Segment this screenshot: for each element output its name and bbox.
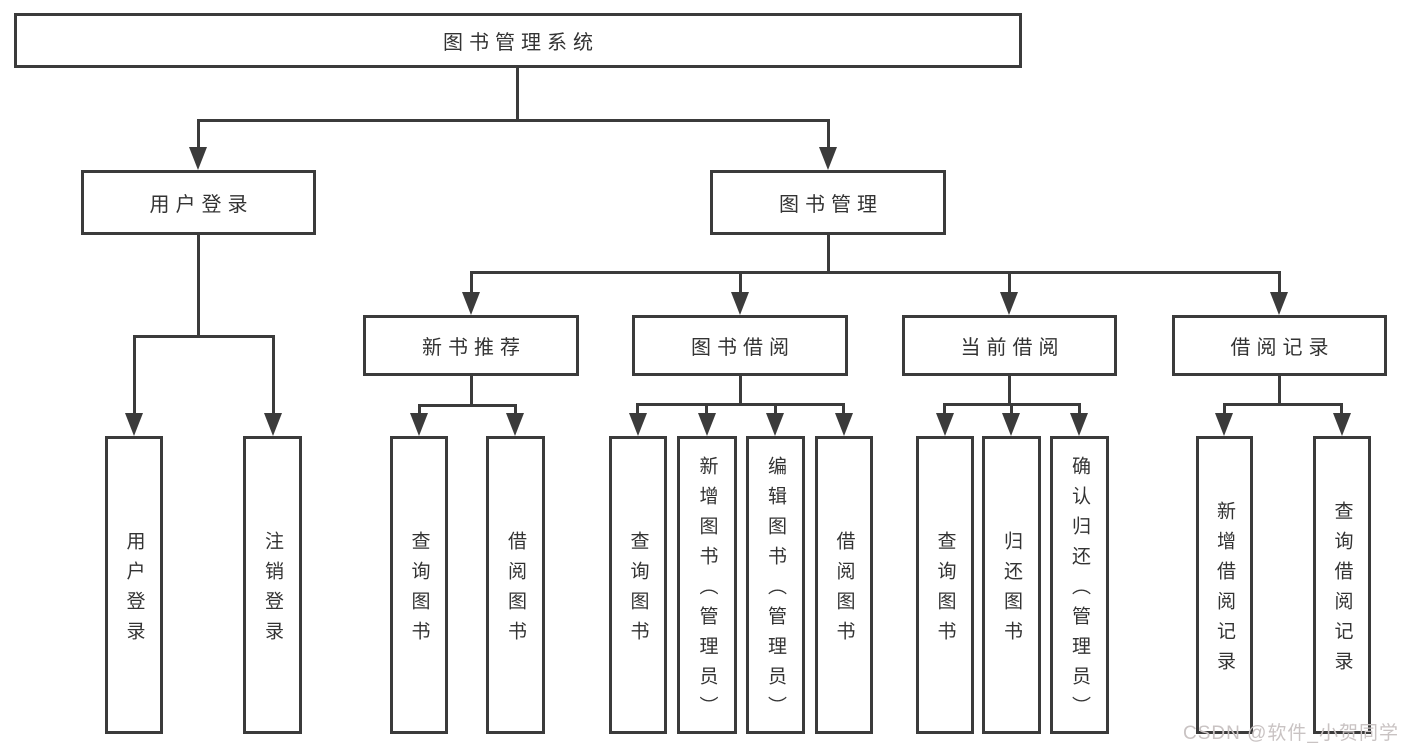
connector-arrow-shaft xyxy=(197,119,200,149)
arrowhead-down-icon xyxy=(264,413,282,436)
connector-arrow-shaft xyxy=(943,403,946,416)
connector-arrow-shaft xyxy=(1223,403,1226,416)
leaf-newbook-borrow-books-label: 借阅图书 xyxy=(505,530,526,651)
arrowhead-down-icon xyxy=(1002,413,1020,436)
node-book-management: 图书管理 xyxy=(710,170,946,235)
connector-arrow-shaft xyxy=(842,403,845,416)
leaf-borrow-borrow-books-label: 借阅图书 xyxy=(833,530,855,651)
arrowhead-down-icon xyxy=(462,292,480,315)
arrowhead-down-icon xyxy=(698,413,716,436)
node-book-management-label: 图书管理 xyxy=(779,194,883,216)
arrowhead-down-icon xyxy=(819,147,837,170)
leaf-borrow-query-books: 查询图书 xyxy=(609,436,667,734)
connector-userlogin-rail xyxy=(133,335,275,338)
connector-root-stem xyxy=(516,68,519,122)
leaf-borrow-query-books-label: 查询图书 xyxy=(627,530,649,651)
leaf-records-add-record-label: 新增借阅记录 xyxy=(1214,500,1235,681)
connector-bookmgmt-rail xyxy=(470,271,1281,274)
leaf-borrow-edit-books-admin-label: 编辑图书（管理员） xyxy=(765,455,786,726)
node-book-borrow: 图书借阅 xyxy=(632,315,848,376)
node-user-login-label: 用户登录 xyxy=(149,194,254,216)
connector-records-rail xyxy=(1223,403,1343,406)
arrowhead-down-icon xyxy=(189,147,207,170)
arrowhead-down-icon xyxy=(1070,413,1088,436)
leaf-current-return-books-label: 归还图书 xyxy=(1001,530,1022,651)
connector-root-rail xyxy=(197,119,830,122)
connector-records-stem xyxy=(1278,376,1281,405)
arrowhead-down-icon xyxy=(1000,292,1018,315)
leaf-newbook-borrow-books: 借阅图书 xyxy=(486,436,545,734)
connector-bookmgmt-stem xyxy=(827,235,830,273)
node-new-book-recommend: 新书推荐 xyxy=(363,315,579,376)
arrowhead-down-icon xyxy=(766,413,784,436)
connector-arrow-shaft xyxy=(1010,403,1013,416)
leaf-user-login: 用户登录 xyxy=(105,436,163,734)
arrowhead-down-icon xyxy=(731,292,749,315)
connector-arrow-shaft xyxy=(827,119,830,149)
connector-arrow-shaft xyxy=(272,335,275,415)
leaf-borrow-add-books-admin-label: 新增图书（管理员） xyxy=(696,455,718,726)
arrowhead-down-icon xyxy=(629,413,647,436)
connector-arrow-shaft xyxy=(636,403,639,416)
node-root: 图书管理系统 xyxy=(14,13,1022,68)
csdn-watermark: CSDN @软件_小贺同学 xyxy=(1183,723,1399,744)
leaf-records-add-record: 新增借阅记录 xyxy=(1196,436,1253,734)
connector-arrow-shaft xyxy=(133,335,136,415)
node-new-book-recommend-label: 新书推荐 xyxy=(422,337,526,359)
leaf-current-return-books: 归还图书 xyxy=(982,436,1041,734)
connector-bookborrow-rail xyxy=(637,403,845,406)
connector-arrow-shaft xyxy=(418,404,421,416)
leaf-records-query-record-label: 查询借阅记录 xyxy=(1331,500,1353,681)
leaf-newbook-query-books-label: 查询图书 xyxy=(408,530,430,651)
arrowhead-down-icon xyxy=(1215,413,1233,436)
leaf-records-query-record: 查询借阅记录 xyxy=(1313,436,1371,734)
leaf-borrow-edit-books-admin: 编辑图书（管理员） xyxy=(746,436,805,734)
node-root-label: 图书管理系统 xyxy=(443,32,599,54)
arrowhead-down-icon xyxy=(1270,292,1288,315)
connector-arrow-shaft xyxy=(705,403,708,416)
node-current-borrow: 当前借阅 xyxy=(902,315,1117,376)
leaf-current-confirm-return-admin: 确认归还（管理员） xyxy=(1050,436,1109,734)
leaf-current-confirm-return-admin-label: 确认归还（管理员） xyxy=(1069,455,1090,726)
connector-currentborrow-stem xyxy=(1008,376,1011,405)
leaf-logout-label: 注销登录 xyxy=(262,530,283,651)
connector-newbook-stem xyxy=(470,376,473,406)
connector-arrow-shaft xyxy=(1340,403,1343,416)
arrowhead-down-icon xyxy=(1333,413,1351,436)
node-current-borrow-label: 当前借阅 xyxy=(960,337,1065,359)
node-user-login: 用户登录 xyxy=(81,170,316,235)
connector-arrow-shaft xyxy=(1278,271,1281,295)
connector-arrow-shaft xyxy=(514,404,517,416)
leaf-newbook-query-books: 查询图书 xyxy=(390,436,448,734)
connector-arrow-shaft xyxy=(774,403,777,416)
leaf-borrow-add-books-admin: 新增图书（管理员） xyxy=(677,436,737,734)
connector-arrow-shaft xyxy=(739,271,742,295)
arrowhead-down-icon xyxy=(125,413,143,436)
arrowhead-down-icon xyxy=(835,413,853,436)
connector-bookborrow-stem xyxy=(739,376,742,405)
connector-arrow-shaft xyxy=(1078,403,1081,416)
leaf-current-query-books-label: 查询图书 xyxy=(934,530,956,651)
connector-arrow-shaft xyxy=(1008,271,1011,295)
node-book-borrow-label: 图书借阅 xyxy=(691,337,795,359)
connector-arrow-shaft xyxy=(470,271,473,295)
arrowhead-down-icon xyxy=(506,413,524,436)
node-borrow-records-label: 借阅记录 xyxy=(1230,337,1335,359)
arrowhead-down-icon xyxy=(410,413,428,436)
connector-newbook-rail xyxy=(418,404,517,407)
node-borrow-records: 借阅记录 xyxy=(1172,315,1387,376)
leaf-user-login-label: 用户登录 xyxy=(123,530,145,651)
connector-userlogin-stem xyxy=(197,235,200,337)
arrowhead-down-icon xyxy=(936,413,954,436)
leaf-borrow-borrow-books: 借阅图书 xyxy=(815,436,873,734)
leaf-current-query-books: 查询图书 xyxy=(916,436,974,734)
leaf-logout: 注销登录 xyxy=(243,436,302,734)
